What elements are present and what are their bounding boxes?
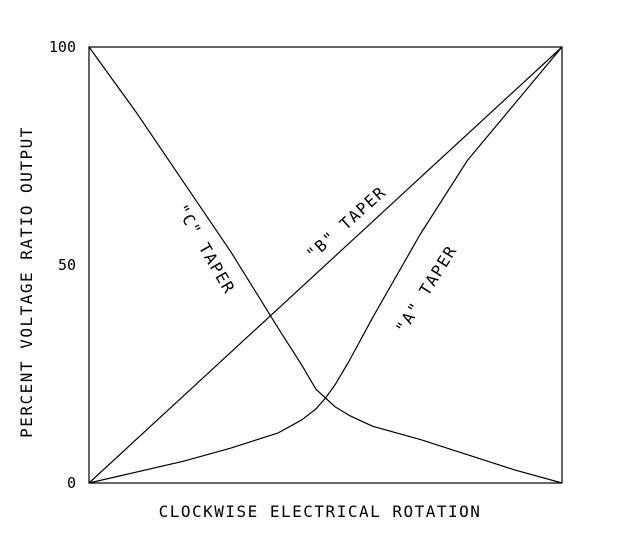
y-tick-label-50: 50 [58,256,76,274]
series-line-a-taper [88,46,563,484]
series-line-b-taper [88,46,563,484]
curve-label-b: "B" TAPER [303,182,390,263]
curves [88,46,563,484]
y-axis-label: PERCENT VOLTAGE RATIO OUTPUT [17,126,36,438]
curve-label-a: "A" TAPER [392,242,461,337]
x-axis-label: CLOCKWISE ELECTRICAL ROTATION [159,502,482,521]
plot-frame [88,46,563,484]
y-tick-labels: 0 50 100 [49,38,76,492]
y-tick-label-0: 0 [67,474,76,492]
y-tick-label-100: 100 [49,38,76,56]
